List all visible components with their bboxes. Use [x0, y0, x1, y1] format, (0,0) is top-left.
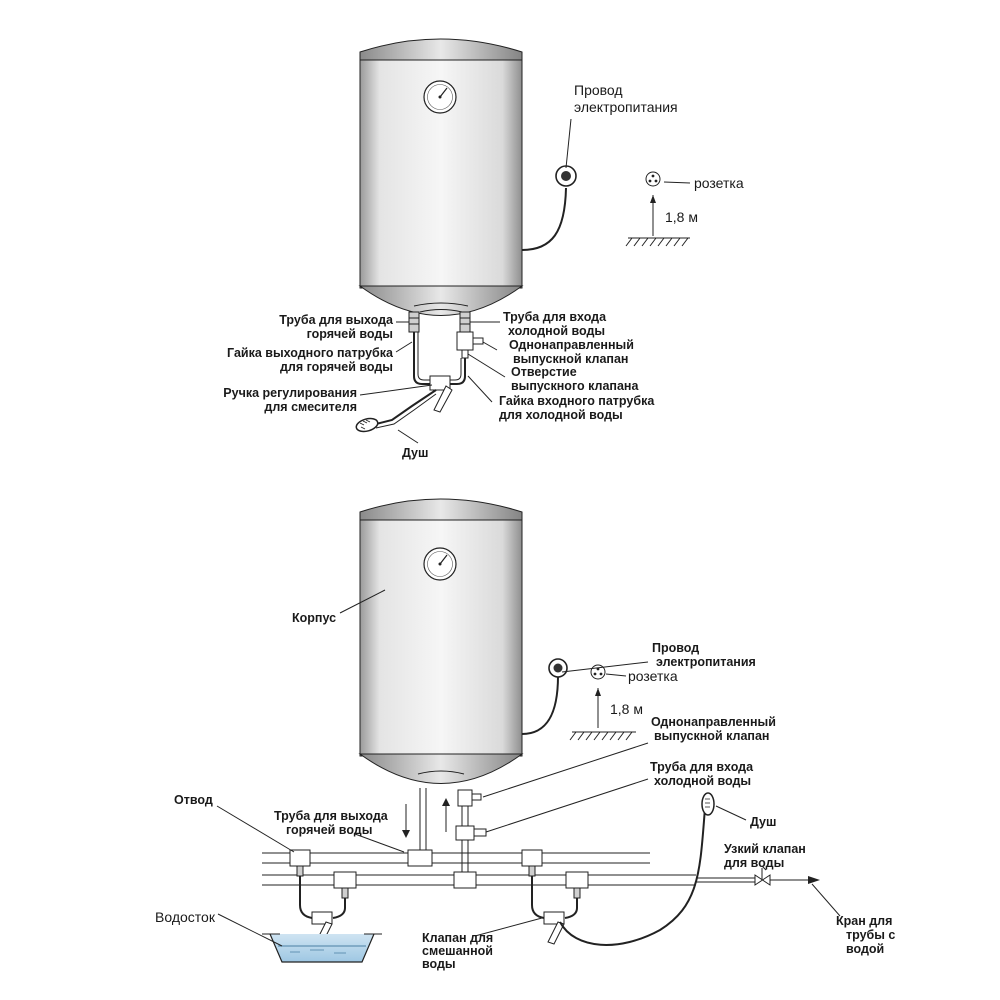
bottom-tank-cap [359, 498, 523, 523]
bottom-water-heater [216, 498, 841, 963]
label-branch: Отвод [174, 793, 213, 807]
top-shower-hose [375, 389, 437, 425]
label-height-top: 1,8 м [665, 209, 698, 225]
shower-head-icon [701, 792, 715, 816]
top-tank-bottom [358, 285, 524, 316]
label-drain: Водосток [155, 909, 216, 925]
top-water-heater [355, 38, 691, 444]
label-socket-top: розетка [694, 175, 744, 191]
bottom-piping [262, 788, 820, 946]
label-socket-bottom: розетка [628, 668, 678, 684]
top-power-cord [521, 187, 567, 251]
thermometer-icon [423, 80, 457, 114]
label-shower-bottom: Душ [750, 815, 776, 829]
check-valve-body [456, 331, 474, 351]
plug-icon [555, 165, 577, 187]
bottom-cold-valve [455, 825, 475, 841]
thermometer-icon [423, 547, 457, 581]
top-piping [355, 311, 484, 433]
socket-icon [645, 171, 661, 187]
drain-basin [262, 933, 382, 963]
bottom-power-cord [521, 675, 559, 735]
label-body: Корпус [292, 611, 336, 625]
shower-head-icon [355, 417, 379, 433]
bottom-tank-bottom [358, 753, 524, 784]
top-tank-cap [359, 38, 523, 63]
mixer-handle [433, 385, 453, 413]
label-shower-top: Душ [402, 446, 428, 460]
bottom-shower-hose [559, 807, 706, 946]
plug-icon [548, 658, 568, 678]
label-height-bottom: 1,8 м [610, 701, 643, 717]
bottom-check-valve [457, 789, 473, 807]
